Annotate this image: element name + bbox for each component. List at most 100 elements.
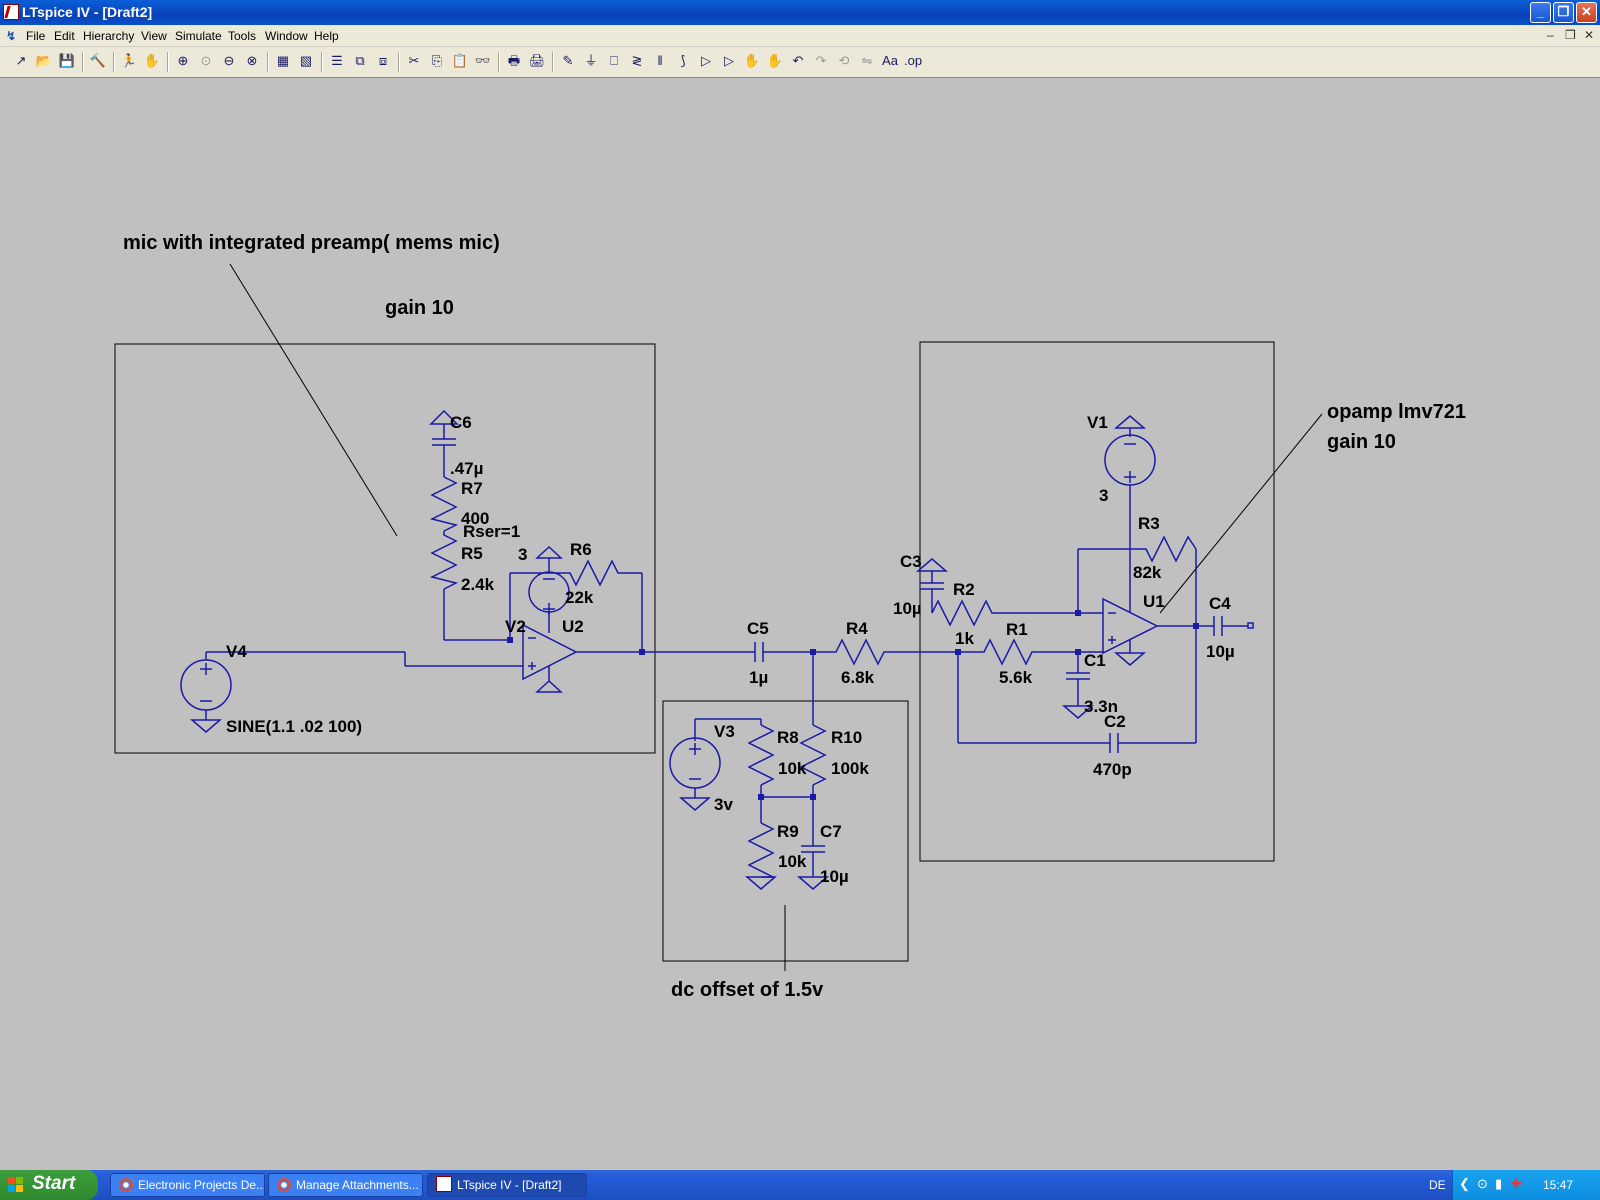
tray-app-icon[interactable]: ⊙ (1477, 1176, 1488, 1191)
label-r4[interactable]: R4 (846, 619, 868, 638)
value-c1[interactable]: 3.3n (1084, 697, 1118, 716)
comment-gain-left[interactable]: gain 10 (385, 297, 454, 319)
mirror-icon[interactable]: ⇋ (861, 53, 873, 68)
label-c4[interactable]: C4 (1209, 594, 1231, 613)
value-c2[interactable]: 470p (1093, 760, 1132, 779)
redo-icon[interactable]: ↷ (815, 53, 827, 68)
schematic-canvas[interactable]: mic with integrated preamp( mems mic) ga… (0, 77, 1600, 1149)
run-icon[interactable]: 🏃 (120, 53, 138, 68)
label-v3[interactable]: V3 (714, 722, 735, 741)
comment-opamp[interactable]: opamp lmv721 (1327, 401, 1466, 423)
label-r6[interactable]: R6 (570, 540, 592, 559)
resistor-icon[interactable]: ≷ (631, 53, 643, 68)
start-button[interactable]: Start (0, 1170, 98, 1200)
label-r8[interactable]: R8 (777, 728, 799, 747)
menu-window[interactable]: Window (265, 29, 308, 43)
label-v2[interactable]: V2 (505, 617, 526, 636)
comment-dc-offset[interactable]: dc offset of 1.5v (671, 979, 824, 1001)
ltspice-app-icon[interactable] (3, 4, 19, 20)
new-schematic-icon[interactable]: ↗ (15, 53, 27, 68)
value-r8[interactable]: 10k (778, 759, 807, 778)
label-c5[interactable]: C5 (747, 619, 769, 638)
undo-icon[interactable]: ↶ (792, 53, 804, 68)
value-r7[interactable]: 400 (461, 509, 489, 528)
value-r1[interactable]: 5.6k (999, 668, 1033, 687)
open-icon[interactable]: 📂 (35, 53, 53, 68)
save-icon[interactable]: 💾 (58, 53, 76, 68)
diode-icon[interactable]: ▷ (701, 53, 711, 68)
label-r5[interactable]: R5 (461, 544, 483, 563)
label-net-icon[interactable]: ⎕ (610, 53, 618, 68)
menu-help[interactable]: Help (314, 29, 339, 43)
component-icon[interactable]: ▷ (724, 53, 734, 68)
print-setup-icon[interactable]: 🖶 (507, 53, 521, 68)
menu-view[interactable]: View (141, 29, 167, 43)
task-ltspice[interactable]: LTspice IV - [Draft2] (427, 1173, 587, 1197)
mdi-restore-button[interactable]: ❐ (1565, 28, 1576, 42)
value-r10[interactable]: 100k (831, 759, 869, 778)
task-manage-attachments[interactable]: Manage Attachments... (268, 1173, 423, 1197)
language-indicator[interactable]: DE (1429, 1178, 1446, 1192)
label-c6[interactable]: C6 (450, 413, 472, 432)
close-button[interactable]: ✕ (1576, 2, 1597, 23)
capacitor-icon[interactable]: ‖ (657, 53, 663, 68)
cut-icon[interactable]: ✂ (408, 53, 420, 68)
move-icon[interactable]: ✋ (743, 53, 761, 68)
maximize-button[interactable]: ❐ (1553, 2, 1574, 23)
zoom-out-icon[interactable]: ⊖ (223, 53, 235, 68)
label-u2[interactable]: U2 (562, 617, 584, 636)
halt-icon[interactable]: ✋ (143, 53, 161, 68)
value-v3[interactable]: 3v (714, 795, 733, 814)
label-r10[interactable]: R10 (831, 728, 862, 747)
value-c3[interactable]: 10µ (893, 599, 922, 618)
tile-icon[interactable]: ▧ (299, 53, 313, 68)
document-icon[interactable]: ↯ (6, 29, 17, 43)
drag-icon[interactable]: ✋ (766, 53, 784, 68)
pan-icon[interactable]: ⊙ (200, 53, 212, 68)
menu-tools[interactable]: Tools (228, 29, 257, 43)
ground-icon[interactable]: ⏚ (584, 53, 598, 68)
mdi-close-button[interactable]: ✕ (1584, 28, 1595, 42)
value-c7[interactable]: 10µ (820, 867, 849, 886)
value-r3[interactable]: 82k (1133, 563, 1162, 582)
menu-hierarchy[interactable]: Hierarchy (83, 29, 135, 43)
task-electronic-projects[interactable]: Electronic Projects De... (110, 1173, 265, 1197)
menu-simulate[interactable]: Simulate (175, 29, 222, 43)
menu-edit[interactable]: Edit (54, 29, 75, 43)
label-r9[interactable]: R9 (777, 822, 799, 841)
value-r9[interactable]: 10k (778, 852, 807, 871)
comment-gain-right[interactable]: gain 10 (1327, 431, 1396, 453)
antivirus-icon[interactable]: ✚ (1511, 1176, 1522, 1191)
value-r5[interactable]: 2.4k (461, 575, 495, 594)
label-r7[interactable]: R7 (461, 479, 483, 498)
wire-icon[interactable]: ✎ (562, 53, 574, 68)
cascade-icon[interactable]: ⧈ (378, 53, 388, 68)
value-v1[interactable]: 3 (1099, 486, 1108, 505)
inductor-icon[interactable]: ⟆ (680, 53, 686, 68)
label-c2[interactable]: C2 (1104, 712, 1126, 731)
mdi-minimize-button[interactable]: – (1547, 28, 1554, 42)
text-icon[interactable]: Aa (882, 53, 898, 68)
print-icon[interactable]: 🖨 (528, 53, 546, 68)
label-r1[interactable]: R1 (1006, 620, 1028, 639)
value-c4[interactable]: 10µ (1206, 642, 1235, 661)
zoom-cancel-icon[interactable]: ⊗ (246, 53, 258, 68)
minimize-button[interactable]: _ (1530, 2, 1551, 23)
value-v2[interactable]: 3 (518, 545, 527, 564)
network-icon[interactable]: ▮ (1495, 1176, 1503, 1191)
value-c6[interactable]: .47µ (450, 459, 483, 478)
find-icon[interactable]: 👓 (474, 53, 492, 68)
vertical-tile-icon[interactable]: ⧉ (355, 53, 365, 68)
value-v4[interactable]: SINE(1.1 .02 100) (226, 717, 362, 736)
value-c5[interactable]: 1µ (749, 668, 768, 687)
copy-icon[interactable]: ⎘ (431, 53, 443, 68)
paste-icon[interactable]: 📋 (451, 53, 469, 68)
zoom-in-icon[interactable]: ⊕ (177, 53, 189, 68)
label-c7[interactable]: C7 (820, 822, 842, 841)
menu-file[interactable]: File (26, 29, 46, 43)
label-r2[interactable]: R2 (953, 580, 975, 599)
label-c3[interactable]: C3 (900, 552, 922, 571)
label-v4[interactable]: V4 (226, 642, 247, 661)
label-c1[interactable]: C1 (1084, 651, 1106, 670)
comment-mic[interactable]: mic with integrated preamp( mems mic) (123, 232, 500, 254)
